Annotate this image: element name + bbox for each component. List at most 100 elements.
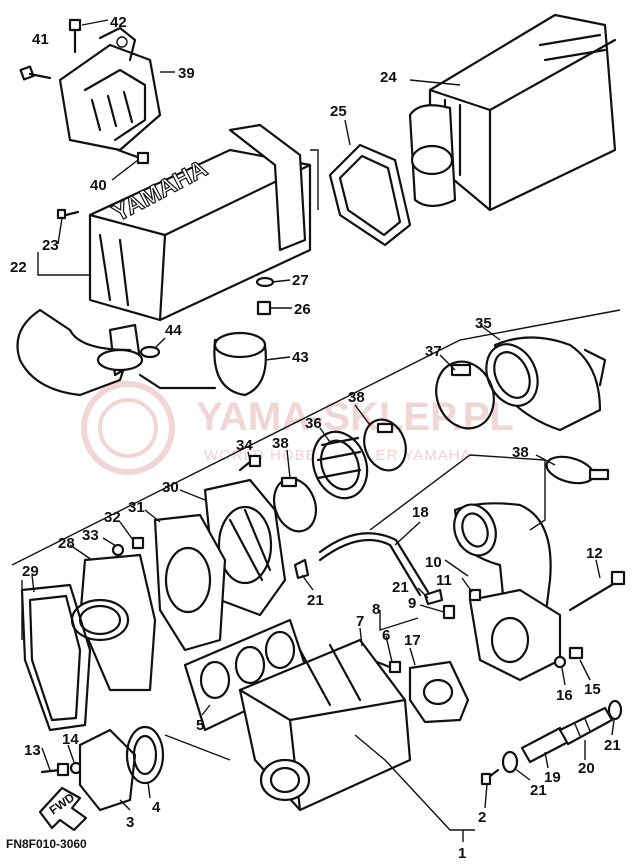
part-18-hose [318,532,430,597]
part-12-bolt [568,570,626,612]
callout-27: 27 [292,272,309,289]
part-21-washer-d [607,699,623,721]
callout-9: 9 [408,595,416,612]
part-9-bolt [442,604,456,620]
leader-lines-bottom [31,324,615,842]
part-27-washer [255,276,275,288]
callout-21-a: 21 [307,592,324,609]
callout-10: 10 [425,554,442,571]
callout-22: 22 [10,259,27,276]
callout-5: 5 [196,717,204,734]
part-26-nut [256,300,272,316]
part-13-bolt [40,762,70,777]
part-11-nipple [468,588,482,602]
leader-lines-top [37,19,461,361]
callout-4: 4 [152,799,161,816]
front-marker: FWD [38,786,88,832]
part-37-clamp [435,360,495,430]
callout-21-c: 21 [530,782,547,799]
callout-41: 41 [32,31,49,48]
callout-26: 26 [294,301,311,318]
watermark-ring [81,381,175,475]
callouts: 42 41 39 24 25 40 23 22 27 26 44 43 35 3… [10,14,621,862]
callout-2: 2 [478,809,486,826]
part-38-clamp-a [363,418,407,472]
part-23-pin [56,208,80,220]
part-44-clamp [139,345,161,359]
part-29-gasket [20,583,92,732]
callout-19: 19 [544,769,561,786]
part-33-washer [111,543,125,557]
callout-17: 17 [404,632,421,649]
part-38-clamp-c [545,455,610,485]
part-42-bolt [68,18,82,54]
watermark-title: YAMA-SKLEP.PL [196,395,514,439]
part-41-bolt [19,65,52,81]
callout-43: 43 [292,349,309,366]
callout-32: 32 [104,509,121,526]
part-16-washer [553,655,567,669]
part-20-shaft [558,706,614,746]
callout-8: 8 [372,601,380,618]
part-40-bolt [116,148,150,165]
part-22-intake-box: YAMAHA [88,123,312,322]
callout-38-b: 38 [272,435,289,452]
part-31-gasket [153,513,227,652]
callout-31: 31 [128,499,145,516]
part-3-cover [78,728,137,812]
part-28-plate [70,553,157,692]
callout-33: 33 [82,527,99,544]
part-36-coupler [311,430,369,500]
watermark-ring-inner [98,398,158,458]
callout-34: 34 [236,437,253,454]
callout-7: 7 [356,613,364,630]
callout-18: 18 [412,504,429,521]
callout-28: 28 [58,535,75,552]
part-32-bolt [131,536,145,550]
frame-line-top [11,309,621,566]
callout-1: 1 [458,845,466,862]
part-2-stud [480,768,500,786]
callout-40: 40 [90,177,107,194]
callout-12: 12 [586,545,603,562]
callout-3: 3 [126,814,134,831]
callout-14: 14 [62,731,79,748]
part-10-elbow [453,502,562,682]
callout-6: 6 [382,627,390,644]
part-1-manifold [238,638,412,812]
callout-29: 29 [22,563,39,580]
callout-37: 37 [425,343,442,360]
callout-42: 42 [110,14,127,31]
callout-21-b: 21 [392,579,409,596]
figure-code: FN8F010-3060 [6,837,87,851]
callout-11: 11 [436,572,452,589]
callout-16: 16 [556,687,573,704]
callout-15: 15 [584,681,601,698]
callout-44: 44 [165,322,182,339]
part-39-bracket [58,26,162,152]
callout-24: 24 [380,69,397,86]
part-17-gasket [408,660,470,724]
callout-21-d: 21 [604,737,621,754]
part-21-washer-c [501,750,519,774]
callout-23: 23 [42,237,59,254]
part-15-nut [568,646,584,660]
callout-30: 30 [162,479,179,496]
part-4-gasket [125,725,165,785]
part-21-clip-b [423,588,444,606]
part-34-bolt [238,454,262,472]
callout-20: 20 [578,760,595,777]
callout-25: 25 [330,103,347,120]
callout-39: 39 [178,65,195,82]
callout-38-a: 38 [348,389,365,406]
part-21-clip-a [293,558,310,580]
callout-38-c: 38 [512,444,529,461]
watermark: YAMA-SKLEP.PL WORLD HOBBY DEALER YAMAHA [81,381,514,475]
part-35-elbow [485,336,607,432]
callout-35: 35 [475,315,492,332]
part-25-gasket [328,143,412,247]
callout-36: 36 [305,415,322,432]
part-24-silencer [408,13,617,212]
